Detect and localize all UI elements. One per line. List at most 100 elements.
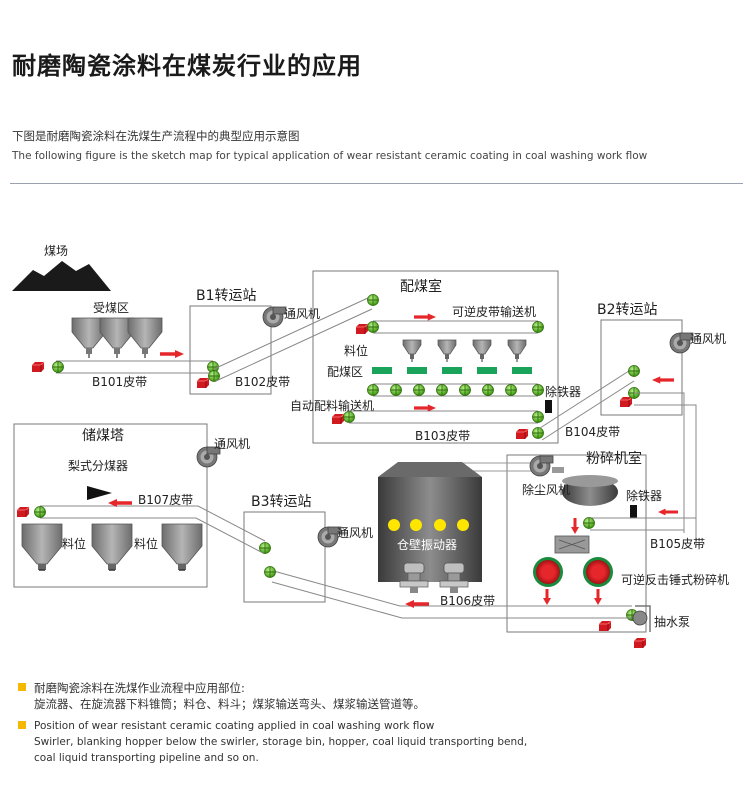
blend-feeder-5 [512, 367, 532, 374]
auto-blending-belt [373, 383, 538, 397]
b106-source-block [598, 620, 612, 632]
reversible-conveyor-label: 可逆皮带输送机 [452, 304, 536, 319]
flow-arrow-2 [414, 313, 436, 321]
b105-label: B105皮带 [650, 537, 705, 551]
storage-tower-label: 储煤塔 [82, 428, 124, 444]
b3-station-label: B3转运站 [251, 494, 312, 510]
b3-roller-2 [264, 566, 276, 578]
bullet-square-icon [18, 683, 26, 691]
ventilator-tower-label: 通风机 [214, 437, 250, 451]
ventilator-b1-icon [262, 306, 287, 328]
b103-label: B103皮带 [415, 429, 470, 443]
auto-roller-7 [505, 384, 517, 396]
blending-zone-label: 配煤区 [327, 365, 363, 379]
b104-roller-l [532, 427, 544, 439]
bin-vibrator-label: 仓壁振动器 [397, 537, 457, 552]
receiving-hopper-3 [127, 317, 163, 359]
b104-roller-top [628, 365, 640, 377]
b103-roller-r [532, 411, 544, 423]
crusher-room-label: 粉碎机室 [586, 450, 642, 467]
b101-source-block [31, 361, 45, 373]
subtitle-en: The following figure is the sketch map f… [12, 150, 648, 162]
coal-washing-flow-diagram: 煤场 受煤区 B101皮带 B1转运站 通风机 B102皮带 配煤室 可逆皮带输… [12, 244, 729, 649]
storage-bin-2 [91, 523, 133, 571]
reversible-roller-r [532, 321, 544, 333]
plough-distributor-icon [87, 486, 112, 500]
pump-icon [632, 610, 648, 626]
b1-station-label: B1转运站 [196, 288, 257, 304]
b104-source-block [515, 428, 529, 440]
blend-feeder-2 [407, 367, 427, 374]
flow-arrow-down-2 [543, 589, 551, 605]
divider [10, 183, 743, 184]
b104-belt [539, 368, 635, 441]
note-cn-detail: 旋流器、在旋流器下料锥筒；料仓、料斗；煤浆输送弯头、煤浆输送管道等。 [34, 697, 425, 711]
storage-bin-1 [21, 523, 63, 571]
b107-source-block [16, 506, 30, 518]
material-level-label-2: 料位 [62, 536, 86, 551]
b103-source-block [331, 413, 345, 425]
pump-output-block [633, 637, 647, 649]
flow-arrow-down-1 [571, 518, 579, 534]
blend-hopper-3 [472, 339, 492, 363]
pump-label: 抽水泵 [654, 615, 690, 629]
blend-hopper-1 [402, 339, 422, 363]
b106-belt [269, 569, 632, 619]
b101-label: B101皮带 [92, 375, 147, 389]
b107-roller-l [34, 506, 46, 518]
b105-source-block [619, 396, 633, 408]
b105-belt [590, 517, 696, 531]
b101-roller-l [52, 361, 64, 373]
b104-label: B104皮带 [565, 425, 620, 439]
crusher-label: 可逆反击锤式粉碎机 [621, 572, 729, 587]
auto-roller-2 [390, 384, 402, 396]
b103-roller-l [343, 411, 355, 423]
material-level-label-3: 料位 [134, 536, 158, 551]
note-cn-heading: 耐磨陶瓷涂料在洗煤作业流程中应用部位: [34, 681, 245, 695]
flow-arrow-1 [160, 350, 184, 358]
b105-vertical-belt [634, 392, 697, 547]
coal-pile-icon [12, 261, 111, 291]
b102-belt [213, 296, 373, 382]
storage-bin-3 [161, 523, 203, 571]
plough-distributor-label: 梨式分煤器 [68, 459, 128, 473]
flow-arrow-down-3 [594, 589, 602, 605]
b107-belt [40, 505, 266, 554]
note-en-line1: Swirler, blanking hopper below the swirl… [34, 736, 528, 748]
iron-remover-1-icon [545, 400, 552, 413]
vibrator-light-4 [457, 519, 469, 531]
reversible-belt [373, 320, 538, 334]
b1-station-box [189, 305, 272, 395]
bullet-square-icon [18, 721, 26, 729]
auto-roller-3 [413, 384, 425, 396]
auto-roller-5 [459, 384, 471, 396]
flow-arrow-6 [405, 600, 429, 608]
auto-roller-1 [367, 384, 379, 396]
blend-feeder-4 [477, 367, 497, 374]
vibrator-light-2 [410, 519, 422, 531]
auto-blending-label: 自动配料输送机 [290, 398, 374, 413]
b102-label: B102皮带 [235, 375, 290, 389]
b3-station-box [243, 511, 326, 603]
dust-fan-duct [552, 467, 564, 473]
ventilator-b1-label: 通风机 [284, 307, 320, 321]
crusher-room-box [506, 454, 647, 633]
note-cn: 耐磨陶瓷涂料在洗煤作业流程中应用部位: 旋流器、在旋流器下料锥筒；料仓、料斗；煤… [18, 680, 738, 712]
blend-hopper-4 [507, 339, 527, 363]
b102-source-block [196, 377, 210, 389]
auto-roller-6 [482, 384, 494, 396]
iron-remover-1-label: 除铁器 [545, 384, 581, 399]
vibrator-light-1 [388, 519, 400, 531]
note-en: Position of wear resistant ceramic coati… [18, 718, 738, 766]
blend-hopper-2 [437, 339, 457, 363]
b106-label: B106皮带 [440, 594, 495, 608]
blending-room-box [312, 270, 559, 444]
page-title: 耐磨陶瓷涂料在煤炭行业的应用 [12, 52, 362, 80]
coal-yard-label: 煤场 [44, 244, 68, 258]
blend-feeder-3 [442, 367, 462, 374]
iron-remover-2-icon [630, 505, 637, 518]
auto-roller-4 [436, 384, 448, 396]
b2-station-box [600, 319, 683, 416]
receiving-area-label: 受煤区 [93, 301, 129, 315]
ventilator-b2-label: 通风机 [690, 332, 726, 346]
